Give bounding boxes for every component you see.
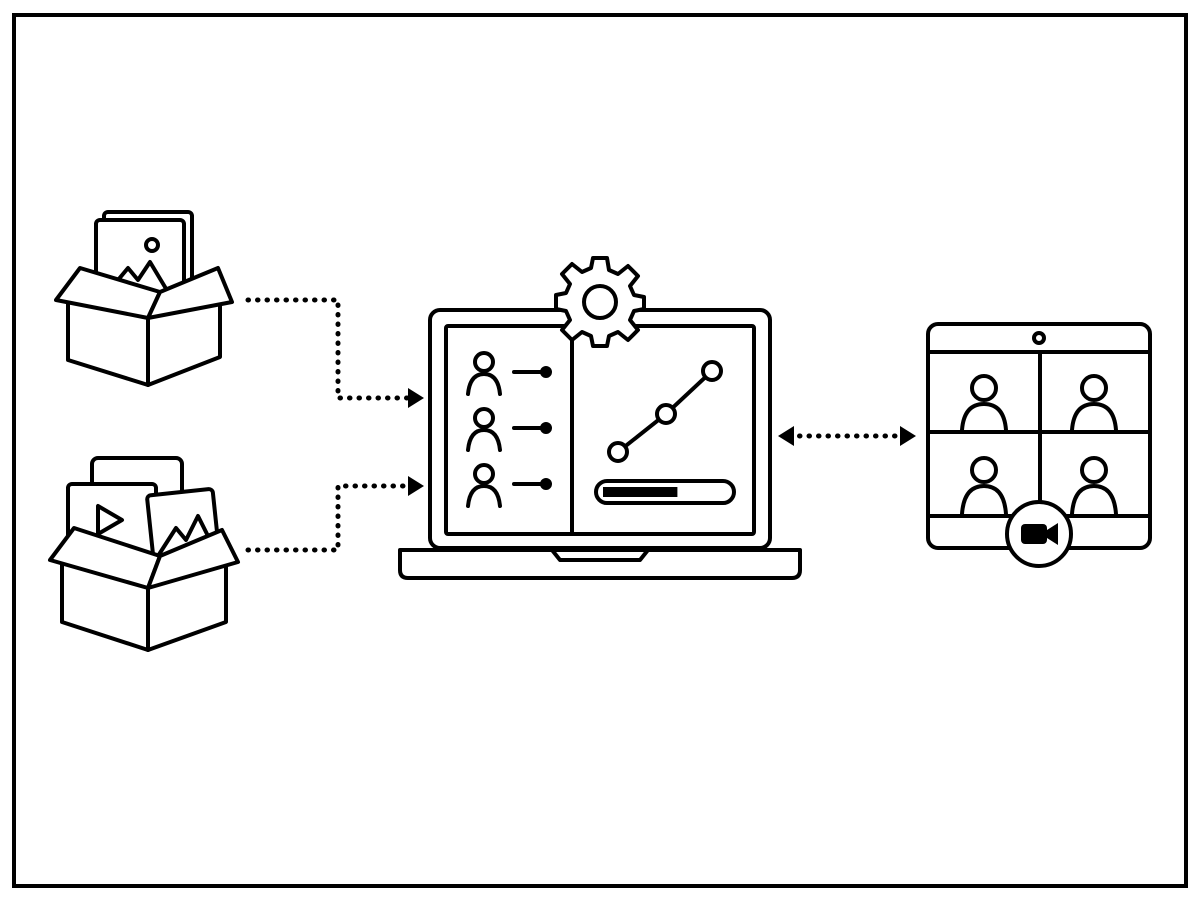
arrowhead-screen-right	[900, 426, 916, 446]
webcam-dot	[1032, 331, 1046, 345]
image-archive-box	[54, 210, 234, 387]
user-icon	[970, 456, 998, 484]
user-icon	[1080, 374, 1108, 402]
video-camera-button[interactable]	[1005, 500, 1073, 568]
participant-tile	[960, 374, 1008, 432]
user-row	[466, 407, 552, 452]
arrowheads	[408, 388, 916, 496]
user-icon	[970, 374, 998, 402]
laptop	[398, 308, 802, 580]
user-row	[466, 351, 552, 396]
connector-image-box-to-laptop	[245, 297, 415, 401]
arrowhead-image-box	[408, 388, 424, 408]
user-row	[466, 463, 552, 508]
play-icon	[96, 504, 124, 536]
user-icon	[473, 407, 495, 429]
media-archive-box	[48, 456, 240, 652]
video-camera-icon	[1021, 523, 1058, 545]
progress-fill	[603, 487, 678, 497]
image-icon	[106, 237, 170, 294]
connector-media-box-to-laptop	[245, 483, 415, 553]
line-chart-icon	[607, 360, 723, 463]
participant-tile	[1070, 374, 1118, 432]
image-icon	[156, 514, 216, 558]
progress-bar	[594, 479, 736, 505]
gear-icon	[554, 256, 646, 348]
user-icon	[473, 351, 495, 373]
arrowhead-media-box	[408, 476, 424, 496]
user-icon	[473, 463, 495, 485]
user-icon	[1080, 456, 1108, 484]
user-list	[466, 351, 552, 508]
connectors	[245, 297, 909, 553]
participant-tile	[1070, 456, 1118, 516]
participant-grid	[960, 374, 1118, 516]
arrowhead-laptop-left	[778, 426, 794, 446]
participant-tile	[960, 456, 1008, 516]
